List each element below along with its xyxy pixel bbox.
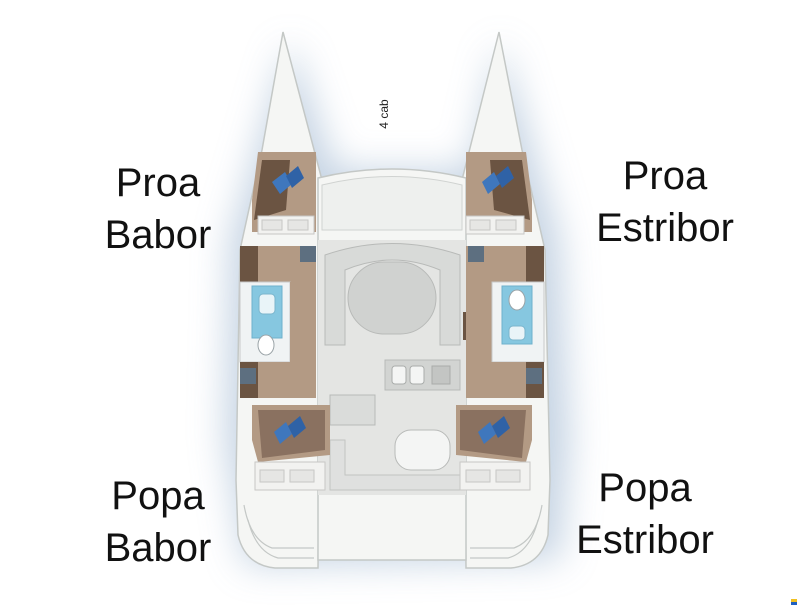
label-bow-stbd-cabin: Proa Estribor	[570, 150, 760, 254]
toilet-icon	[257, 334, 275, 356]
label-line: Proa	[115, 161, 201, 205]
label-line: Babor	[104, 526, 212, 570]
label-stern-port-cabin: Popa Babor	[78, 470, 238, 574]
label-stern-stbd-cabin: Popa Estribor	[550, 462, 740, 566]
nav-station	[329, 394, 376, 426]
trampoline	[321, 176, 463, 231]
label-line: Estribor	[576, 518, 714, 562]
label-line: Estribor	[596, 206, 734, 250]
cabin-count-label: 4 cab	[377, 99, 391, 129]
label-line: Popa	[598, 466, 692, 510]
label-bow-port-cabin: Proa Babor	[78, 157, 238, 261]
cockpit-table	[394, 429, 451, 471]
saloon-table	[347, 261, 437, 335]
sink-icon	[391, 365, 407, 385]
label-line: Popa	[111, 474, 205, 518]
label-line: Proa	[622, 154, 708, 198]
saloon	[318, 240, 466, 495]
port-hull-interior	[239, 152, 330, 491]
stbd-hull-interior	[456, 152, 545, 491]
label-line: Babor	[104, 213, 212, 257]
saloon-settee	[324, 243, 461, 346]
corner-logo-mark	[791, 599, 797, 605]
stern-steps	[243, 504, 543, 559]
